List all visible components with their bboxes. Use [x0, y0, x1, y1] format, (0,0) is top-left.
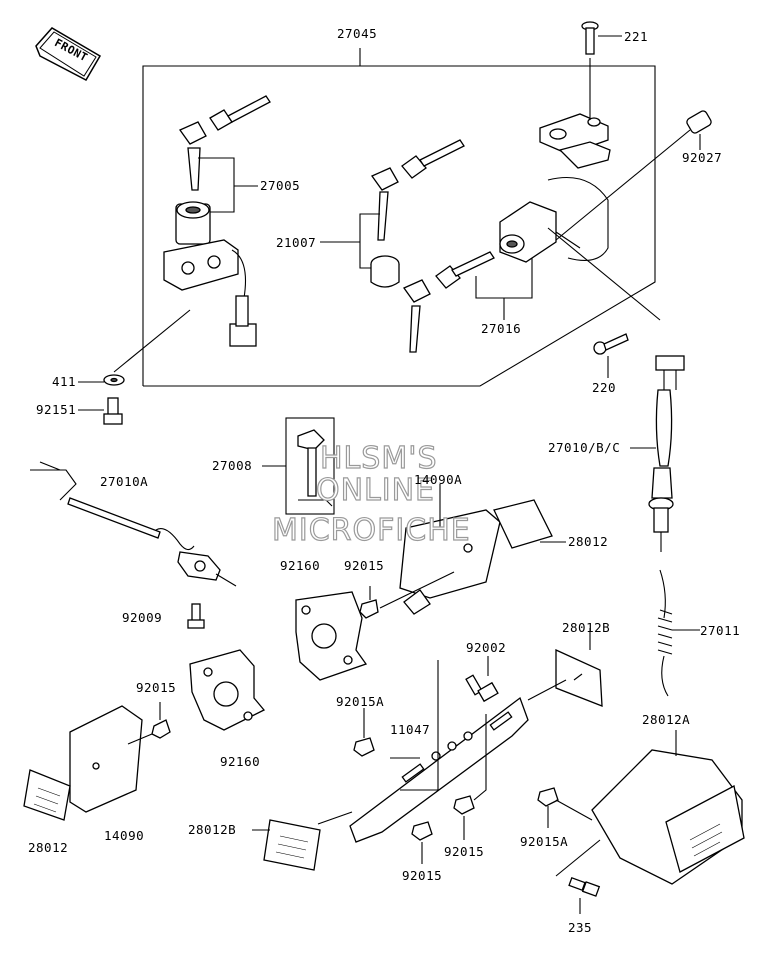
- key-set-27016: [403, 250, 533, 353]
- label-28012-low: 28012: [28, 840, 68, 855]
- watermark: HLSM'S ONLINE MICROFICHE: [271, 440, 471, 548]
- ignition-switch-left: [163, 201, 257, 347]
- part-labels: 27045 221 92027 27005 21007 27016 411 22…: [28, 26, 740, 935]
- label-92015-bottom-right: 92015: [444, 844, 484, 859]
- label-411: 411: [52, 374, 76, 389]
- watermark-line-1: HLSM'S: [320, 441, 438, 476]
- label-28012B-low: 28012B: [188, 822, 236, 837]
- spring-27011: [657, 569, 700, 697]
- front-arrow-badge: FRONT: [35, 27, 102, 81]
- label-92151: 92151: [36, 402, 76, 417]
- gasket-92160-low: [189, 649, 266, 731]
- nut-92015-bottom-left: [411, 821, 433, 864]
- label-27011: 27011: [700, 623, 740, 638]
- label-28012A: 28012A: [642, 712, 690, 727]
- label-92009: 92009: [122, 610, 162, 625]
- cover-28012A: [591, 730, 745, 885]
- washer-411: [78, 309, 191, 386]
- bolt-92002: [465, 656, 499, 703]
- label-28012-top: 28012: [568, 534, 608, 549]
- label-92160-top: 92160: [280, 558, 320, 573]
- label-27005: 27005: [260, 178, 300, 193]
- key-set-27005: [179, 95, 271, 213]
- label-220: 220: [592, 380, 616, 395]
- screw-221: [581, 21, 622, 120]
- nut-92015-bottom-right: [453, 714, 487, 840]
- bracket-14090: [69, 705, 143, 813]
- key-set-21007: [320, 139, 465, 288]
- bolt-92151: [78, 397, 123, 425]
- nut-92015A-right: [537, 787, 593, 828]
- label-27008: 27008: [212, 458, 252, 473]
- nut-92015A-mid: [353, 708, 375, 757]
- nut-92015-left: [127, 702, 171, 745]
- label-92002: 92002: [466, 640, 506, 655]
- nut-92015-mid: [359, 571, 455, 619]
- plate-11047: [349, 660, 529, 843]
- label-92015-bottom-left: 92015: [402, 868, 442, 883]
- label-92160-low: 92160: [220, 754, 260, 769]
- switch-cable-27010A: [30, 461, 237, 587]
- pad-28012-low: [23, 769, 71, 821]
- pad-28012B-low: [252, 811, 353, 871]
- label-92015-mid: 92015: [344, 558, 384, 573]
- label-92015A-mid: 92015A: [336, 694, 384, 709]
- bracket-14090A: [399, 484, 501, 615]
- label-221: 221: [624, 29, 648, 44]
- label-92015-left: 92015: [136, 680, 176, 695]
- watermark-line-3: MICROFICHE: [272, 513, 471, 548]
- key-blank-27008: [262, 417, 335, 515]
- label-27010A: 27010A: [100, 474, 148, 489]
- label-235: 235: [568, 920, 592, 935]
- label-11047: 11047: [390, 722, 430, 737]
- label-27045: 27045: [337, 26, 377, 41]
- label-14090A: 14090A: [414, 472, 462, 487]
- label-21007: 21007: [276, 235, 316, 250]
- gasket-92160-top: [295, 591, 368, 681]
- bolt-235: [555, 839, 601, 914]
- label-27016: 27016: [481, 321, 521, 336]
- screw-220: [593, 333, 629, 378]
- switch-27010BC: [630, 355, 685, 552]
- label-92015A-right: 92015A: [520, 834, 568, 849]
- label-27010BC: 27010/B/C: [548, 440, 620, 455]
- bolt-92009: [187, 603, 205, 629]
- label-28012B-right: 28012B: [562, 620, 610, 635]
- watermark-line-2: ONLINE: [316, 473, 435, 508]
- lock-cylinder-right: [499, 113, 691, 321]
- spacer-92027: [686, 110, 712, 150]
- label-14090: 14090: [104, 828, 144, 843]
- pad-28012-top: [493, 499, 566, 549]
- label-92027: 92027: [682, 150, 722, 165]
- pad-28012B-right: [527, 628, 603, 707]
- assembly-frame-27045: [142, 48, 656, 387]
